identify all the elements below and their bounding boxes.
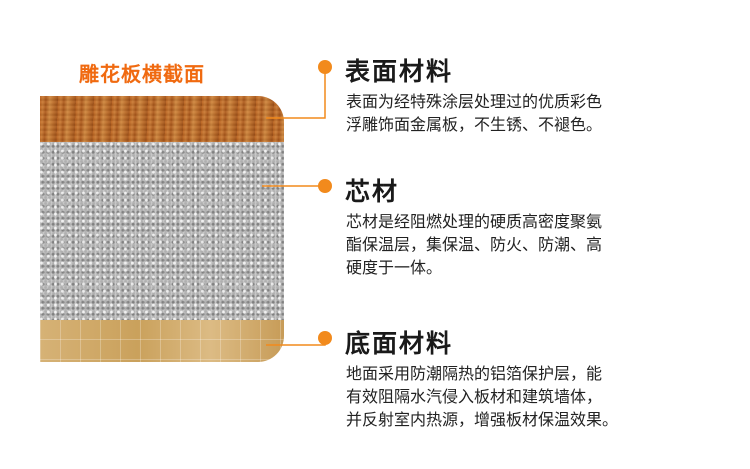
bottom-bullet-dot [318,331,332,345]
surface-heading: 表面材料 [345,57,454,86]
core-desc-line: 硬度于一体。 [346,258,443,277]
surface-layer [40,96,284,142]
cross-section-panel [40,96,284,362]
bottom-desc-line: 有效阻隔水汽侵入板材和建筑墙体， [346,387,603,406]
core-desc-line: 芯材是经阻燃处理的硬质高密度聚氨 [346,212,603,231]
surface-desc-line: 浮雕饰面金属板，不生锈、不褪色。 [346,115,603,134]
core-heading: 芯材 [345,177,400,206]
core-description: 芯材是经阻燃处理的硬质高密度聚氨 酯保温层，集保温、防火、防潮、高 硬度于一体。 [346,210,726,279]
surface-bullet-dot [318,60,332,74]
bottom-layer [40,320,284,362]
bottom-desc-line: 地面采用防潮隔热的铝箔保护层，能 [346,364,603,383]
core-desc-line: 酯保温层，集保温、防火、防潮、高 [346,235,603,254]
surface-desc-line: 表面为经特殊涂层处理过的优质彩色 [346,92,603,111]
bottom-desc-line: 并反射室内热源，增强板材保温效果。 [346,410,619,429]
core-layer [40,142,284,320]
surface-description: 表面为经特殊涂层处理过的优质彩色 浮雕饰面金属板，不生锈、不褪色。 [346,90,726,136]
core-bullet-dot [318,179,332,193]
bottom-heading: 底面材料 [345,329,454,358]
cross-section-title: 雕花板横截面 [79,62,205,86]
bottom-description: 地面采用防潮隔热的铝箔保护层，能 有效阻隔水汽侵入板材和建筑墙体， 并反射室内热… [346,362,726,431]
